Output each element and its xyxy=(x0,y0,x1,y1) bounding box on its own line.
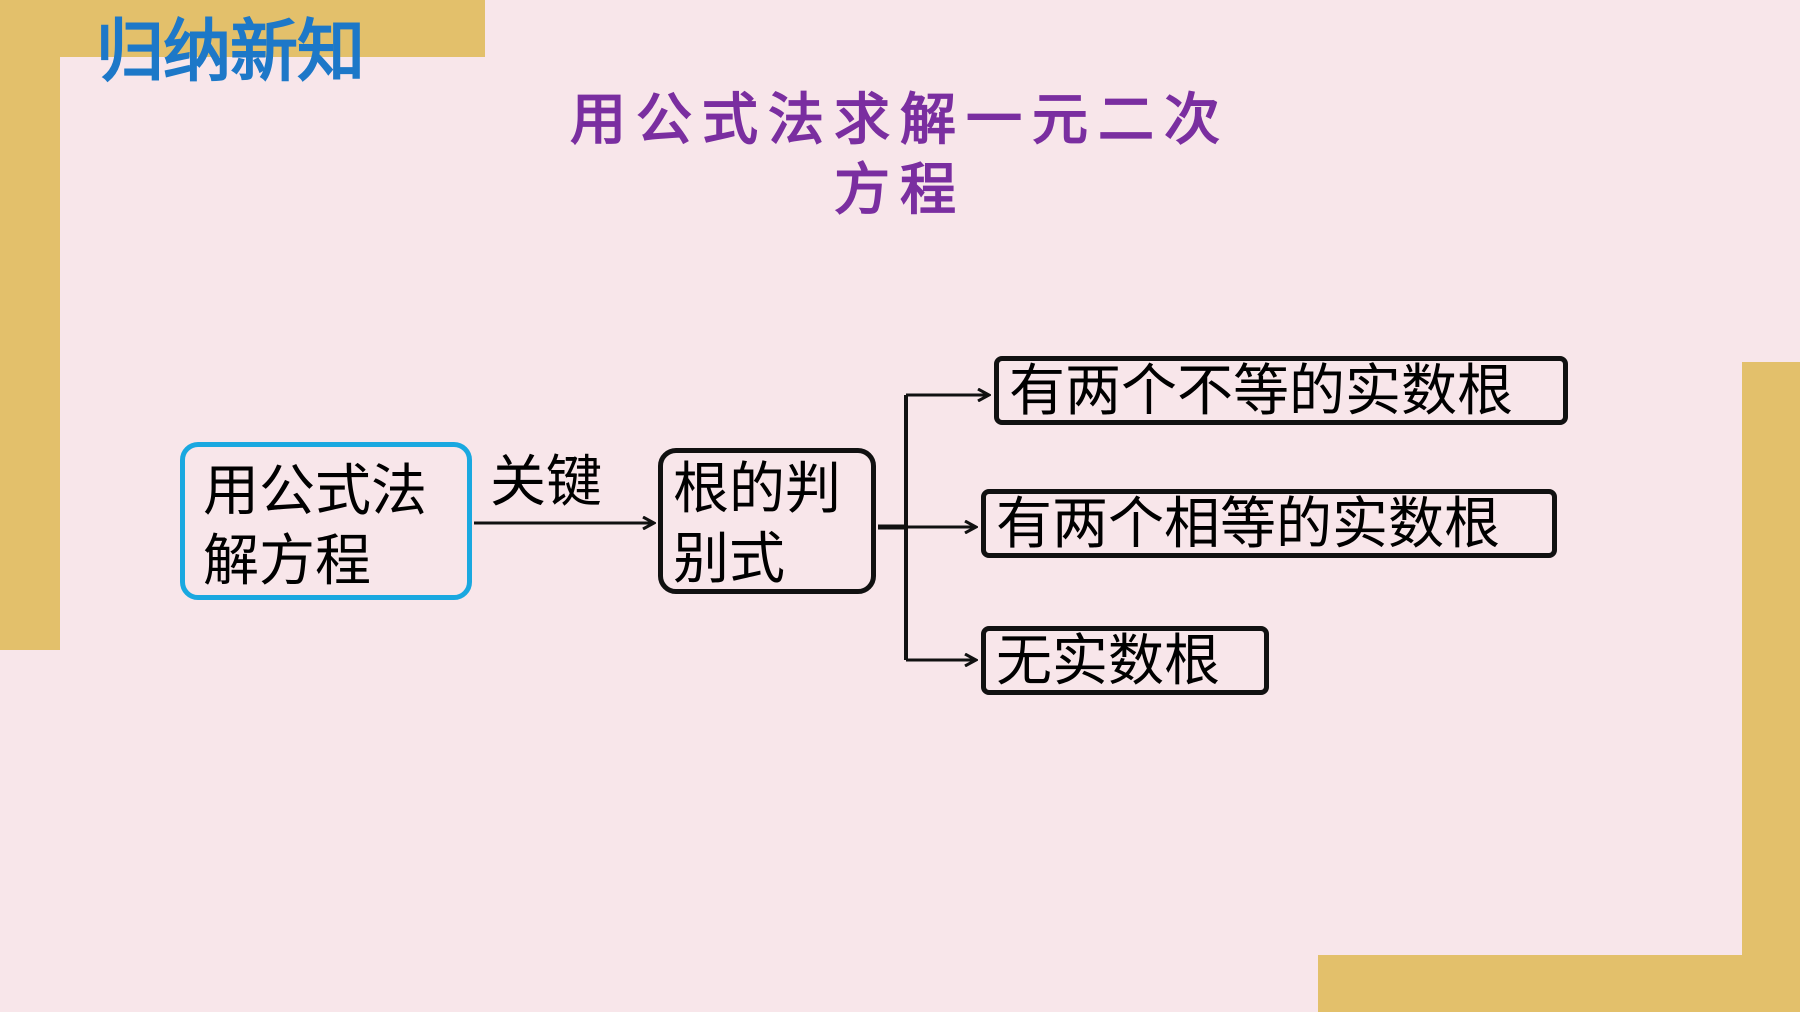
node-outcome-no-real-roots: 无实数根 xyxy=(981,626,1269,695)
decoration-bar-top xyxy=(0,0,485,57)
decoration-bar-right xyxy=(1742,362,1800,1012)
section-title: 归纳新知 xyxy=(96,13,365,92)
edge-label-key: 关键 xyxy=(490,450,602,515)
node-outcome-two-equal-roots: 有两个相等的实数根 xyxy=(981,489,1557,558)
node-outcome-two-distinct-roots: 有两个不等的实数根 xyxy=(994,356,1568,425)
decoration-bar-left xyxy=(0,0,60,650)
node-formula-method: 用公式法解方程 xyxy=(180,442,472,600)
main-title: 用公式法求解一元二次方程 xyxy=(570,88,1230,223)
decoration-bar-bottom xyxy=(1318,955,1800,1012)
node-discriminant: 根的判别式 xyxy=(658,448,876,594)
